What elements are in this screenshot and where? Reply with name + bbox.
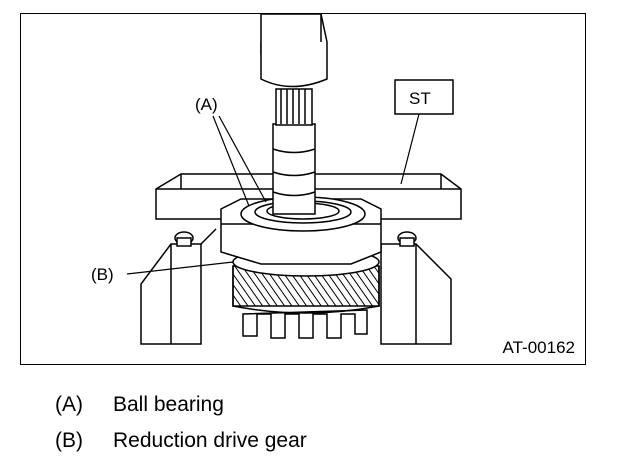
support-right [380,243,452,345]
legend-text-a: Ball bearing [113,393,224,416]
legend-key-b: (B) [55,429,83,452]
legend-text-b: Reduction drive gear [113,429,307,452]
figure-code: AT-00162 [502,338,575,357]
callout-b: (B) [91,265,114,284]
legend-item-a: (A) Ball bearing [55,393,224,417]
callout-a: (A) [195,95,218,114]
bolt-right [397,231,417,247]
callout-st: ST [409,89,431,108]
press-ram [260,14,328,88]
bolt-left [174,231,194,247]
diagram-frame: (A) ST (B) AT-00162 [20,13,586,365]
legend-key-a: (A) [55,393,83,416]
leader-lines [126,113,420,275]
st-label-box [394,79,454,115]
press-illustration: (A) ST (B) [91,14,462,345]
legend-item-b: (B) Reduction drive gear [55,429,307,453]
shaft [272,88,316,215]
